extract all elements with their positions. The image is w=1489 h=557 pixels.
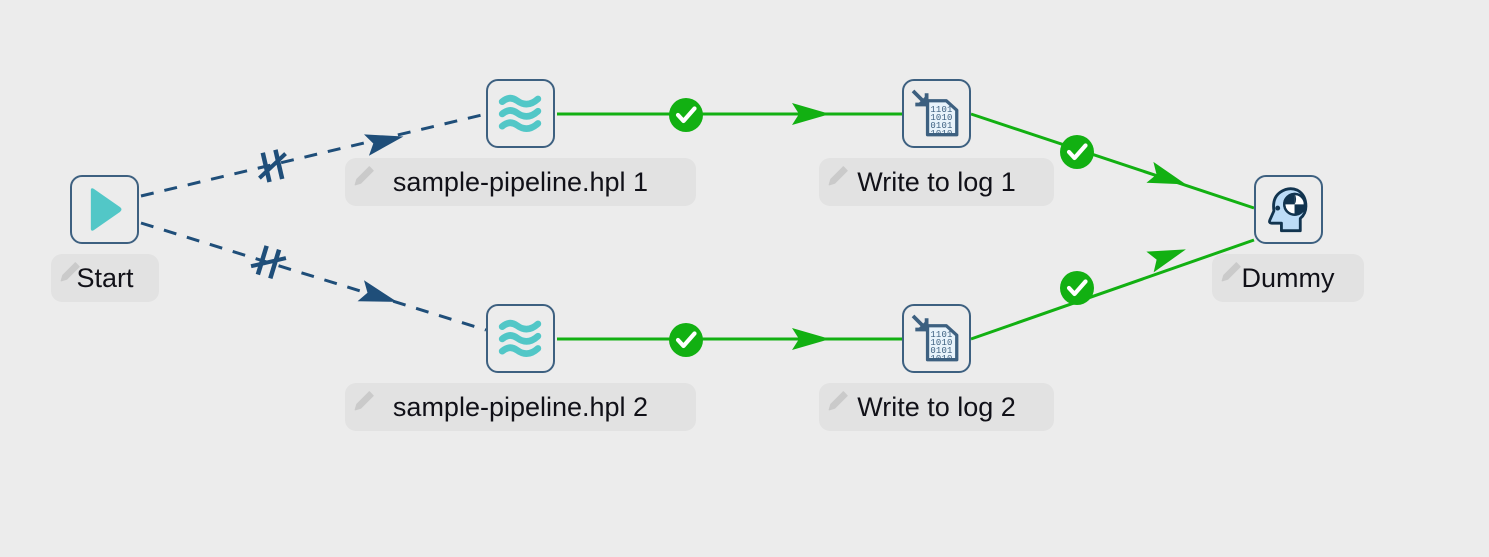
green-check-icon — [1060, 135, 1094, 169]
node-label-pipeline-2[interactable]: sample-pipeline.hpl 2 — [345, 383, 696, 431]
green-check-icon — [669, 98, 703, 132]
pencil-edit-icon — [352, 387, 378, 413]
write-to-log-icon: 1101 1010 0101 1010 — [911, 314, 959, 364]
hop-write-log-1-to-dummy[interactable] — [970, 112, 1255, 210]
hop-line — [970, 238, 1255, 341]
node-pipeline-1[interactable] — [486, 79, 555, 148]
node-label-text: sample-pipeline.hpl 2 — [392, 391, 649, 422]
node-label-start[interactable]: Start — [51, 254, 159, 302]
green-arrowhead-icon — [792, 103, 830, 125]
navy-arrowhead-icon — [357, 280, 398, 302]
hop-start-to-pipeline-2[interactable] — [140, 221, 487, 332]
hop-line — [140, 112, 487, 198]
pencil-edit-icon — [826, 387, 852, 413]
hop-start-to-pipeline-1[interactable] — [140, 112, 487, 198]
node-dummy[interactable] — [1254, 175, 1323, 244]
node-label-write-log-1[interactable]: Write to log 1 — [819, 158, 1054, 206]
green-arrowhead-icon — [1146, 161, 1186, 185]
hop-pipeline-2-to-write-log-2[interactable] — [557, 323, 902, 357]
node-start[interactable] — [70, 175, 139, 244]
svg-text:0101: 0101 — [930, 346, 952, 356]
hop-line — [970, 112, 1255, 210]
pipeline-waves-icon — [498, 319, 542, 357]
green-arrowhead-icon — [792, 328, 830, 350]
svg-text:1010: 1010 — [930, 354, 952, 364]
hop-pipeline-1-to-write-log-1[interactable] — [557, 98, 902, 132]
hop-line — [140, 221, 487, 332]
navy-arrowhead-icon — [363, 134, 404, 156]
pipeline-waves-icon — [498, 94, 542, 132]
play-triangle-icon — [90, 188, 122, 231]
node-label-text: Start — [76, 262, 134, 293]
pencil-edit-icon — [352, 162, 378, 188]
parallel-bars-icon — [258, 149, 287, 183]
svg-text:1010: 1010 — [930, 129, 952, 139]
node-label-text: Dummy — [1241, 262, 1335, 293]
green-arrowhead-icon — [1146, 249, 1186, 273]
green-check-icon — [1060, 271, 1094, 305]
dummy-head-target-icon — [1268, 187, 1308, 233]
write-to-log-icon: 1101 1010 0101 1010 — [911, 89, 959, 139]
green-check-icon — [669, 323, 703, 357]
node-write-log-2[interactable]: 1101 1010 0101 1010 — [902, 304, 971, 373]
svg-text:1010: 1010 — [930, 338, 952, 348]
svg-text:1101: 1101 — [930, 105, 952, 115]
svg-text:1101: 1101 — [930, 330, 952, 340]
node-label-pipeline-1[interactable]: sample-pipeline.hpl 1 — [345, 158, 696, 206]
parallel-bars-icon — [250, 245, 287, 280]
node-label-write-log-2[interactable]: Write to log 2 — [819, 383, 1054, 431]
node-pipeline-2[interactable] — [486, 304, 555, 373]
node-label-text: Write to log 1 — [857, 166, 1016, 197]
node-label-text: sample-pipeline.hpl 1 — [392, 166, 649, 197]
svg-text:0101: 0101 — [930, 121, 952, 131]
node-label-text: Write to log 2 — [857, 391, 1016, 422]
pencil-edit-icon — [826, 162, 852, 188]
node-write-log-1[interactable]: 1101 1010 0101 1010 — [902, 79, 971, 148]
hop-write-log-2-to-dummy[interactable] — [970, 238, 1255, 341]
node-label-dummy[interactable]: Dummy — [1212, 254, 1364, 302]
svg-text:1010: 1010 — [930, 113, 952, 123]
